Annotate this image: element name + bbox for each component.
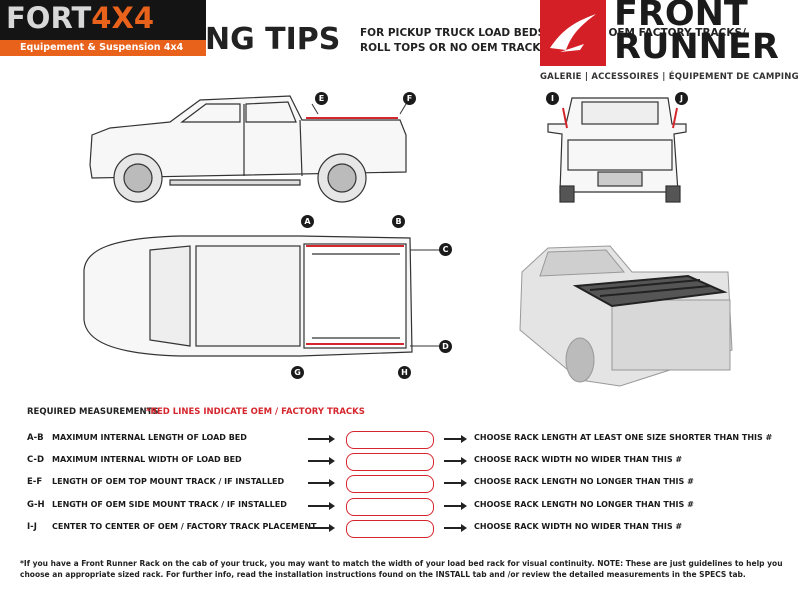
measurement-row-ef: E-F LENGTH OF OEM TOP MOUNT TRACK / IF I… — [0, 475, 800, 493]
measurement-code: C-D — [27, 455, 45, 465]
load-bed-rack — [572, 274, 728, 308]
red-lines-note: *RED LINES INDICATE OEM / FACTORY TRACKS — [146, 407, 365, 417]
measurement-code: E-F — [27, 477, 43, 487]
page-heading: NG TIPS — [205, 22, 341, 57]
measurement-row-ij: I-J CENTER TO CENTER OF OEM / FACTORY TR… — [0, 520, 800, 538]
truck-top-view — [83, 235, 413, 357]
measurement-row-ab: A-B MAXIMUM INTERNAL LENGTH OF LOAD BED … — [0, 431, 800, 449]
fort4x4-tagline: Equipement & Suspension 4x4 — [0, 40, 206, 56]
measurement-row-gh: G-H LENGTH OF OEM SIDE MOUNT TRACK / IF … — [0, 498, 800, 516]
front-runner-logo-mark — [540, 0, 606, 66]
fort4x4-logo: FORT4X4 Equipement & Suspension 4x4 — [0, 0, 206, 56]
measurement-row-cd: C-D MAXIMUM INTERNAL WIDTH OF LOAD BED C… — [0, 453, 800, 471]
measurement-input-ij[interactable] — [346, 520, 434, 538]
measurement-result: CHOOSE RACK LENGTH NO LONGER THAN THIS # — [474, 500, 694, 509]
arrow-right-icon — [308, 435, 335, 443]
measurement-input-gh[interactable] — [346, 498, 434, 516]
measurement-result: CHOOSE RACK WIDTH NO WIDER THAN THIS # — [474, 455, 683, 464]
measurement-desc: LENGTH OF OEM SIDE MOUNT TRACK / IF INST… — [52, 500, 287, 509]
arrow-right-icon — [444, 479, 467, 487]
measurement-result: CHOOSE RACK WIDTH NO WIDER THAN THIS # — [474, 522, 683, 531]
marker-i: I — [546, 92, 559, 105]
fort4x4-brand: FORT4X4 — [6, 1, 154, 35]
measurement-desc: LENGTH OF OEM TOP MOUNT TRACK / IF INSTA… — [52, 477, 285, 486]
measurement-result: CHOOSE RACK LENGTH AT LEAST ONE SIZE SHO… — [474, 433, 773, 442]
measurement-result: CHOOSE RACK LENGTH NO LONGER THAN THIS # — [474, 477, 694, 486]
measurement-code: I-J — [27, 522, 37, 532]
marker-g: G — [291, 366, 304, 379]
marker-a: A — [301, 215, 314, 228]
front-runner-strapline: GALERIE | ACCESSOIRES | ÉQUIPEMENT DE CA… — [540, 72, 799, 82]
measurement-input-ab[interactable] — [346, 431, 434, 449]
truck-diagrams — [83, 95, 733, 387]
truck-side-view — [89, 95, 407, 203]
arrow-right-icon — [308, 502, 335, 510]
marker-j: J — [675, 92, 688, 105]
arrow-right-icon — [308, 479, 335, 487]
arrow-right-icon — [444, 502, 467, 510]
required-measurements-title: REQUIRED MEASUREMENTS — [27, 407, 159, 417]
measurement-desc: CENTER TO CENTER OF OEM / FACTORY TRACK … — [52, 522, 317, 531]
measurement-code: G-H — [27, 500, 45, 510]
marker-d: D — [439, 340, 452, 353]
marker-c: C — [439, 243, 452, 256]
measurement-input-cd[interactable] — [346, 453, 434, 471]
arrow-right-icon — [444, 435, 467, 443]
truck-rear-view — [547, 97, 687, 203]
front-runner-wordmark: FRONT RUNNER — [614, 0, 779, 67]
truck-rack-render — [519, 245, 733, 387]
measurement-desc: MAXIMUM INTERNAL LENGTH OF LOAD BED — [52, 433, 247, 442]
marker-h: H — [398, 366, 411, 379]
measurement-input-ef[interactable] — [346, 475, 434, 493]
front-runner-emblem-icon — [550, 14, 596, 52]
marker-f: F — [403, 92, 416, 105]
marker-b: B — [392, 215, 405, 228]
arrow-right-icon — [444, 457, 467, 465]
measurement-code: A-B — [27, 433, 44, 443]
arrow-right-icon — [444, 524, 467, 532]
arrow-right-icon — [308, 457, 335, 465]
arrow-right-icon — [308, 524, 335, 532]
measurement-desc: MAXIMUM INTERNAL WIDTH OF LOAD BED — [52, 455, 242, 464]
footnote: *If you have a Front Runner Rack on the … — [20, 559, 783, 579]
marker-e: E — [315, 92, 328, 105]
